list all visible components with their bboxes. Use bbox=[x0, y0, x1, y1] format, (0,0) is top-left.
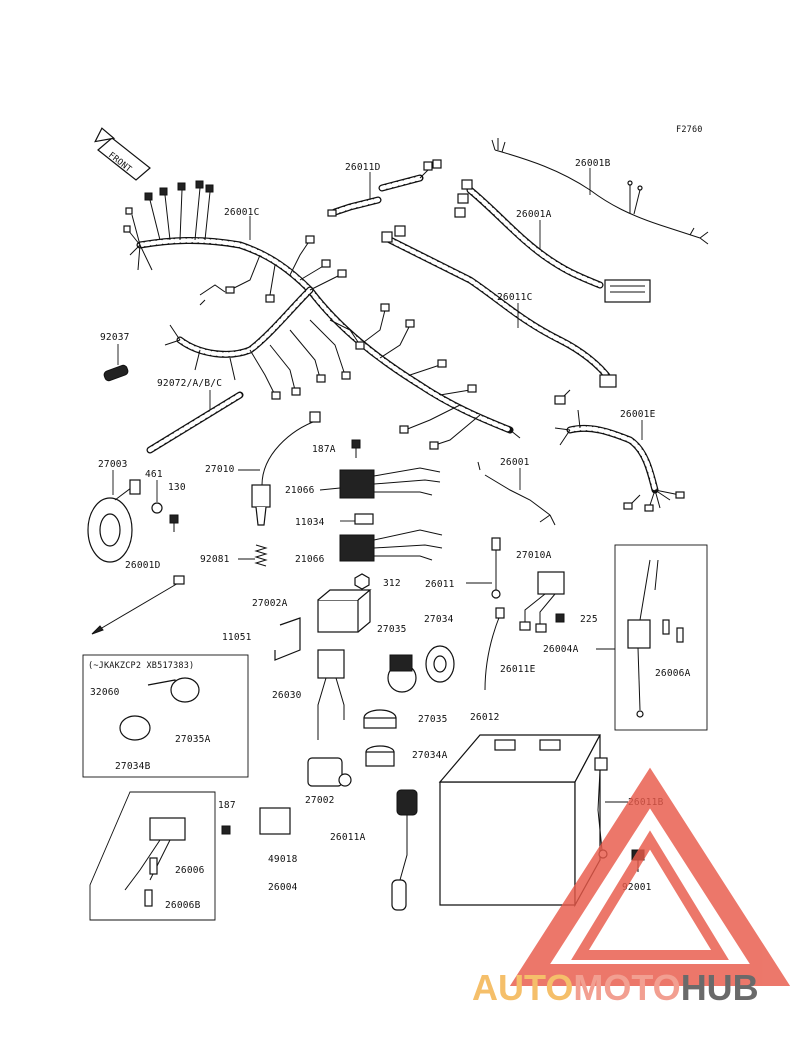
label-32060: 32060 bbox=[90, 687, 120, 698]
label-187A: 187A bbox=[312, 444, 336, 455]
harness-26011C bbox=[381, 225, 617, 388]
label-27002: 27002 bbox=[305, 795, 335, 806]
connector-26030 bbox=[317, 649, 345, 740]
bolt-187 bbox=[221, 825, 231, 835]
part-11034 bbox=[354, 513, 374, 525]
bolt-130 bbox=[169, 514, 179, 532]
harness-26001 bbox=[477, 461, 556, 526]
label-21066-b: 21066 bbox=[295, 554, 325, 565]
label-26004A: 26004A bbox=[543, 644, 579, 655]
part-92072-band bbox=[146, 391, 244, 454]
switch-27010 bbox=[251, 411, 321, 526]
label-26011C: 26011C bbox=[497, 292, 533, 303]
switch-27010A bbox=[519, 571, 565, 633]
label-26011D-top: 26011D bbox=[345, 162, 381, 173]
label-312: 312 bbox=[383, 578, 401, 589]
label-27034A: 27034A bbox=[412, 750, 448, 761]
inset-box-26004A bbox=[614, 544, 708, 731]
label-11034: 11034 bbox=[295, 517, 325, 528]
label-26006B: 26006B bbox=[165, 900, 201, 911]
bolt-187A bbox=[351, 439, 361, 458]
spring-92081 bbox=[254, 544, 268, 567]
watermark-logo: AUTOMOTOHUB bbox=[472, 767, 791, 1008]
label-11051: 11051 bbox=[222, 632, 252, 643]
diode-21066-a bbox=[339, 467, 441, 499]
label-27035A: 27035A bbox=[175, 734, 211, 745]
label-27003: 27003 bbox=[98, 459, 128, 470]
label-26011E: 26011E bbox=[500, 664, 536, 675]
label-92001: 92001 bbox=[622, 882, 652, 893]
lead-26011E bbox=[484, 607, 505, 691]
figure-code: F2760 bbox=[676, 125, 703, 135]
label-26004: 26004 bbox=[268, 882, 298, 893]
label-27002A: 27002A bbox=[252, 598, 288, 609]
label-26006A: 26006A bbox=[655, 668, 691, 679]
bracket-11051 bbox=[274, 617, 301, 661]
label-26001E: 26001E bbox=[620, 409, 656, 420]
label-27035-a: 27035 bbox=[377, 624, 407, 635]
watermark-text: AUTOMOTOHUB bbox=[472, 967, 759, 1008]
main-harness-26001C bbox=[123, 180, 521, 450]
buzzer-27034A bbox=[365, 745, 395, 767]
label-27010A: 27010A bbox=[516, 550, 552, 561]
inset-note: (~JKAKZCP2 XB517383) bbox=[88, 661, 194, 671]
label-21066-a: 21066 bbox=[285, 485, 315, 496]
bolt-225 bbox=[555, 613, 565, 623]
battery-26012 bbox=[438, 734, 601, 908]
label-27035-b: 27035 bbox=[418, 714, 448, 725]
label-26011A: 26011A bbox=[330, 832, 366, 843]
lead-26011 bbox=[491, 537, 501, 599]
holder-27035-b bbox=[363, 709, 397, 729]
front-arrow-icon: FRONT bbox=[94, 127, 151, 181]
warning-triangle-icon bbox=[509, 767, 791, 986]
diode-21066-b bbox=[339, 529, 443, 562]
part-92037 bbox=[103, 364, 129, 382]
label-49018: 49018 bbox=[268, 854, 298, 865]
label-26001C: 26001C bbox=[224, 207, 260, 218]
harness-26011D bbox=[327, 159, 442, 217]
label-92072: 92072/A/B/C bbox=[157, 378, 222, 389]
harness-26001B bbox=[491, 138, 709, 245]
lead-26001D bbox=[91, 575, 185, 635]
label-26012: 26012 bbox=[470, 712, 500, 723]
holder-27035-a bbox=[387, 654, 417, 693]
label-225: 225 bbox=[580, 614, 598, 625]
nut-461 bbox=[151, 502, 163, 514]
harness-26001E bbox=[554, 389, 685, 512]
label-27010: 27010 bbox=[205, 464, 235, 475]
relay-27002 bbox=[307, 757, 352, 787]
label-27034: 27034 bbox=[424, 614, 454, 625]
relay-27002A bbox=[317, 589, 372, 633]
label-26001B: 26001B bbox=[575, 158, 611, 169]
label-92037: 92037 bbox=[100, 332, 130, 343]
harness-26001A bbox=[454, 179, 651, 303]
label-27034B: 27034B bbox=[115, 761, 151, 772]
label-461: 461 bbox=[145, 469, 163, 480]
connector-49018 bbox=[259, 807, 291, 835]
label-26001A: 26001A bbox=[516, 209, 552, 220]
label-130: 130 bbox=[168, 482, 186, 493]
horn-27003 bbox=[87, 479, 141, 563]
label-26011: 26011 bbox=[425, 579, 455, 590]
label-26006: 26006 bbox=[175, 865, 205, 876]
label-26001D: 26001D bbox=[125, 560, 161, 571]
label-26001: 26001 bbox=[500, 457, 530, 468]
inset-box-26004 bbox=[89, 791, 216, 921]
inset-box-left bbox=[82, 654, 249, 778]
lead-26011A bbox=[391, 789, 418, 911]
label-187: 187 bbox=[218, 800, 236, 811]
label-26030: 26030 bbox=[272, 690, 302, 701]
buzzer-27034 bbox=[425, 645, 455, 683]
label-92081: 92081 bbox=[200, 554, 230, 565]
nut-312 bbox=[354, 573, 370, 590]
